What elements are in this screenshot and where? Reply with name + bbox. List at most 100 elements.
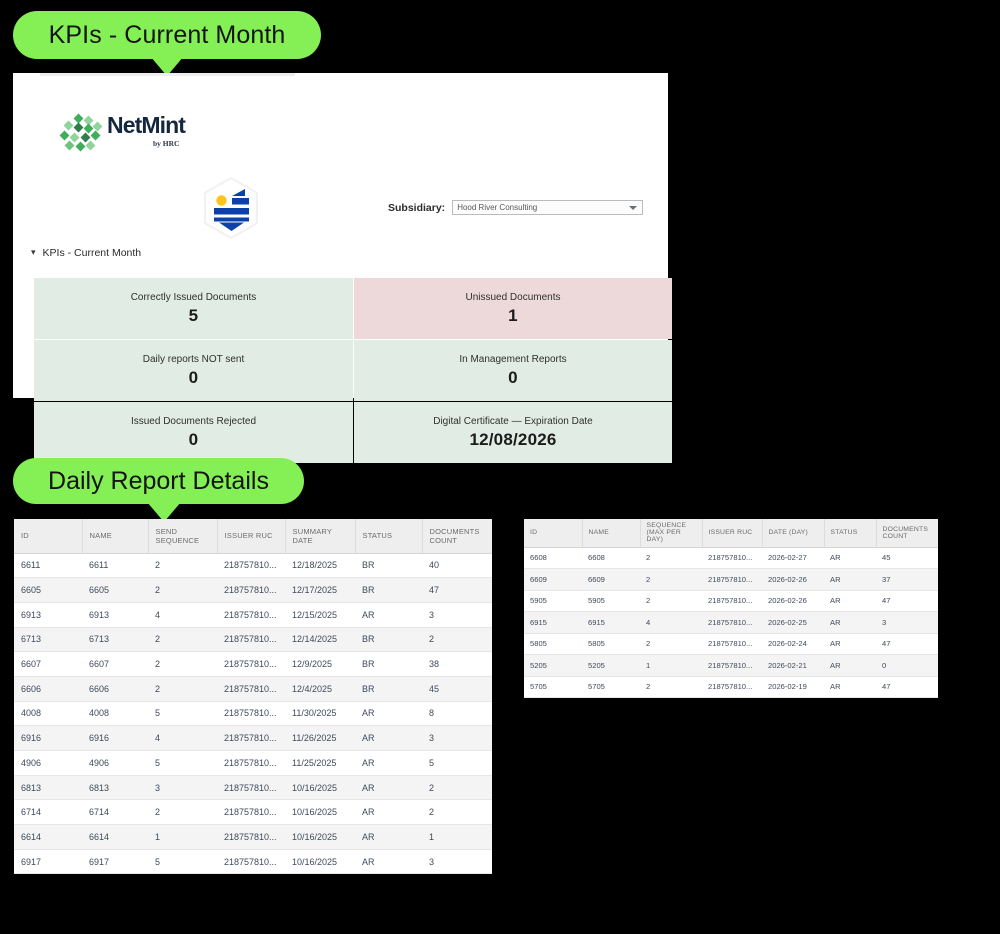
- table-cell: 6608: [582, 547, 640, 569]
- table-cell: 2: [422, 775, 492, 801]
- column-header[interactable]: ID: [14, 519, 83, 554]
- table-cell: AR: [824, 676, 876, 698]
- table-cell: 218757810...: [702, 633, 762, 655]
- table-cell: 4: [640, 611, 702, 634]
- table-cell: 2: [148, 676, 217, 702]
- table-cell: 11/30/2025: [285, 701, 355, 727]
- table-cell: AR: [824, 654, 876, 677]
- table-cell: 5805: [524, 633, 582, 655]
- kpi-label: Daily reports NOT sent: [142, 353, 245, 365]
- table-cell: 3: [422, 725, 492, 751]
- table-cell: 218757810...: [217, 824, 285, 850]
- subsidiary-select[interactable]: Hood River Consulting: [452, 200, 644, 215]
- table-cell: 12/18/2025: [285, 553, 355, 579]
- column-header-line: SEQUENCE: [646, 522, 687, 530]
- kpi-label: In Management Reports: [459, 353, 567, 365]
- table-cell: 6917: [82, 849, 148, 875]
- column-header-line: NAME: [89, 531, 112, 541]
- table-cell: 3: [148, 775, 217, 801]
- table-cell: 3: [876, 611, 938, 634]
- table-cell: 2: [148, 553, 217, 579]
- table-cell: 2: [148, 627, 217, 653]
- column-header-line: ID: [21, 531, 29, 541]
- table-cell: 6917: [14, 849, 82, 875]
- column-header[interactable]: STATUS: [355, 519, 423, 554]
- kpi-value: 12/08/2026: [469, 429, 557, 449]
- table-cell: 2: [640, 633, 702, 655]
- table-cell: 218757810...: [217, 602, 285, 628]
- column-header-line: COUNT: [429, 535, 458, 545]
- callout-kpis-label: KPIs - Current Month: [48, 20, 286, 49]
- table-cell: BR: [355, 553, 422, 579]
- table-cell: 6606: [82, 676, 148, 702]
- column-header[interactable]: ISSUER RUC: [217, 519, 286, 554]
- column-header-line: SEND: [155, 526, 178, 536]
- table-cell: 2: [148, 799, 217, 826]
- chevron-down-icon[interactable]: [629, 206, 638, 210]
- table-cell: AR: [355, 849, 422, 875]
- table-cell: 6813: [14, 775, 82, 801]
- column-header-line: (MAX PER DAY): [646, 529, 681, 544]
- table-cell: 10/16/2025: [285, 775, 355, 801]
- column-header[interactable]: ID: [524, 519, 583, 548]
- table-cell: 4008: [14, 701, 82, 727]
- column-header[interactable]: SEQUENCE(MAX PER DAY): [640, 519, 703, 548]
- column-header[interactable]: STATUS: [824, 519, 877, 548]
- column-header-line: SUMMARY: [292, 526, 333, 536]
- kpi-value: 0: [188, 367, 199, 387]
- table-cell: 10/16/2025: [285, 849, 355, 875]
- table-cell: 218757810...: [702, 568, 762, 591]
- table-cell: 45: [422, 676, 492, 702]
- column-header-line: NAME: [588, 529, 609, 537]
- table-cell: AR: [355, 799, 422, 826]
- column-header[interactable]: ISSUER RUC: [702, 519, 763, 548]
- table-cell: 218757810...: [217, 849, 285, 875]
- chevron-down-icon[interactable]: ▾: [31, 246, 36, 257]
- table-cell: AR: [355, 725, 422, 751]
- table-cell: 10/16/2025: [285, 799, 355, 826]
- table-cell: 47: [876, 676, 938, 698]
- section-header-kpis[interactable]: ▾ KPIs - Current Month: [31, 247, 141, 259]
- column-header-line: ISSUER RUC: [224, 531, 273, 541]
- table-cell: 6915: [582, 611, 640, 634]
- kpi-value: 0: [188, 429, 199, 449]
- netmint-dots-icon: [59, 113, 103, 153]
- table-cell: 2: [640, 547, 702, 569]
- column-header[interactable]: DATE (DAY): [762, 519, 825, 548]
- table-cell: 6916: [82, 725, 148, 751]
- column-header-line: ID: [530, 529, 538, 537]
- table-cell: AR: [824, 568, 876, 591]
- column-header[interactable]: NAME: [582, 519, 641, 548]
- column-header[interactable]: NAME: [82, 519, 149, 554]
- subsidiary-label: Subsidiary:: [388, 201, 446, 214]
- table-cell: 5: [422, 750, 492, 776]
